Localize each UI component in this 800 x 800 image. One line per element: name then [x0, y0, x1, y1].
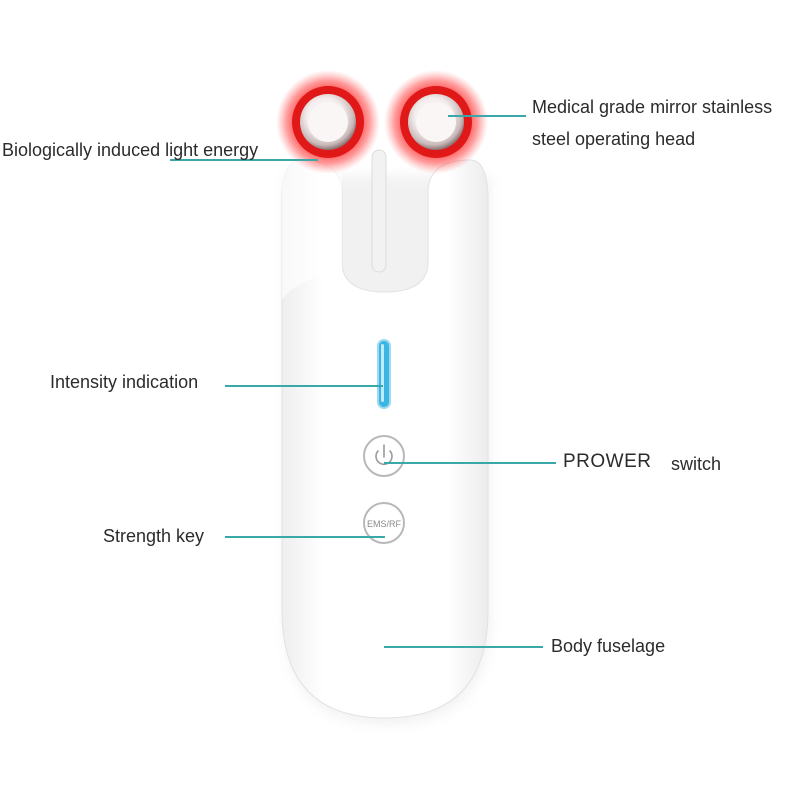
- power-icon: [375, 444, 393, 466]
- label-operating-head-line2: steel operating head: [532, 129, 696, 149]
- leader-intensity: [225, 385, 383, 387]
- left-arm: [282, 150, 342, 300]
- right-head-center: [416, 102, 456, 142]
- left-head-center: [308, 102, 348, 142]
- leader-body: [384, 646, 543, 648]
- strength-key-button[interactable]: [363, 502, 405, 544]
- leader-operating-head: [448, 115, 526, 117]
- leader-light-energy: [170, 159, 318, 161]
- intensity-highlight: [381, 344, 384, 402]
- label-operating-head-line1: Medical grade mirror stainless: [532, 97, 773, 117]
- label-light-energy: Biologically induced light energy: [2, 140, 259, 160]
- center-slot: [371, 149, 387, 273]
- label-power-suffix: switch: [671, 454, 722, 474]
- label-intensity: Intensity indication: [50, 372, 199, 392]
- label-strength: Strength key: [103, 526, 205, 546]
- strength-key-text: EMS/RF: [367, 519, 402, 529]
- label-power-word: PROWER: [563, 451, 652, 472]
- leader-strength: [225, 536, 385, 538]
- label-body: Body fuselage: [551, 636, 666, 656]
- leader-power: [384, 462, 556, 464]
